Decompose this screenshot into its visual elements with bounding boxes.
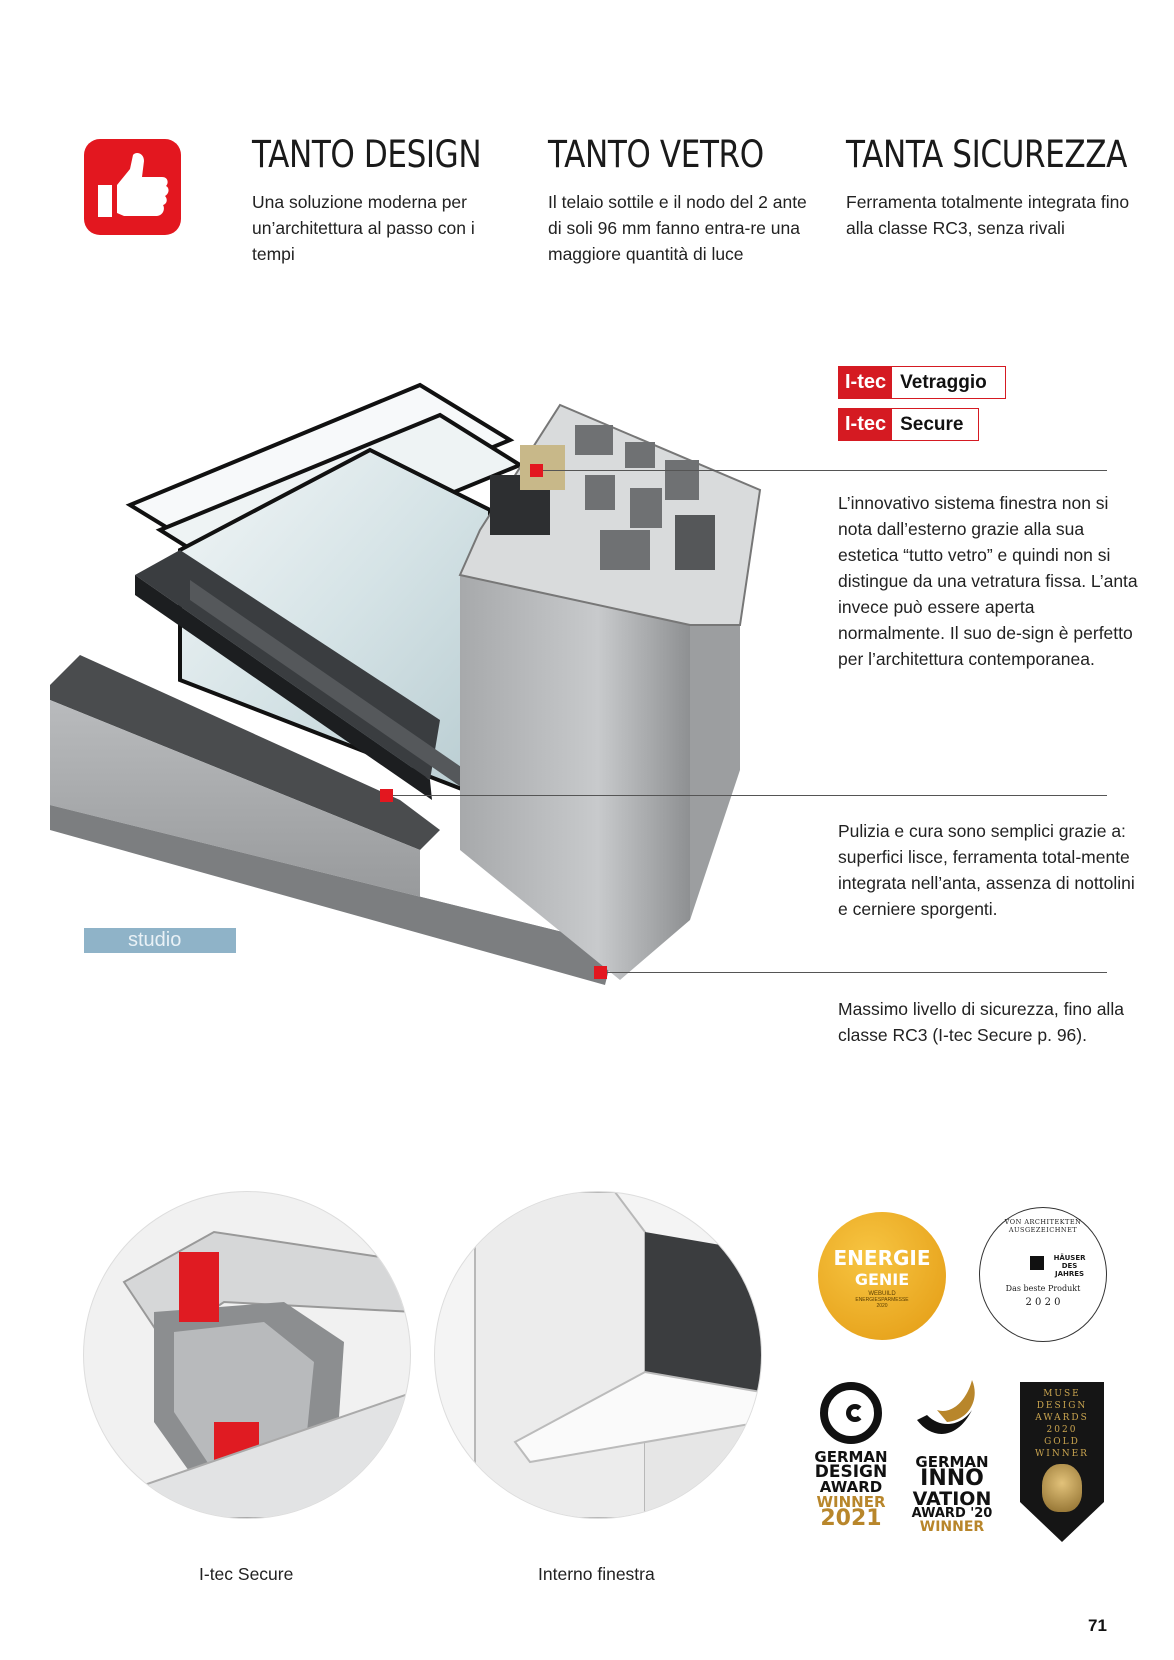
- german-innovation-award: GERMAN INNO VATION AWARD '20 WINNER: [908, 1453, 996, 1535]
- marker-dot: [380, 789, 393, 802]
- gia-l1: GERMAN: [915, 1453, 989, 1471]
- gda-l3: AWARD: [819, 1478, 883, 1497]
- caption-interno-finestra: Interno finestra: [538, 1564, 655, 1584]
- interior-window-detail-image: [435, 1192, 761, 1518]
- gia-l3: VATION: [912, 1488, 992, 1511]
- energie-line3: WEBUILD: [868, 1291, 896, 1297]
- itec-brand: I-tec: [839, 367, 893, 398]
- energie-line4: ENERGIESPARMESSE: [855, 1297, 909, 1303]
- gia-l5: WINNER: [919, 1518, 985, 1535]
- muse-l6: WINNER: [1035, 1449, 1089, 1459]
- leader-line: [536, 470, 1107, 471]
- window-section-illustration: [50, 382, 762, 985]
- german-design-award-icon: [820, 1382, 882, 1444]
- itec-vetraggio-badge: I-tec Vetraggio: [838, 366, 1006, 399]
- feature-title: TANTO DESIGN: [252, 133, 482, 176]
- muse-l4: 2020: [1046, 1425, 1078, 1435]
- energie-genie-award: ENERGIE GENIE WEBUILD ENERGIESPARMESSE 2…: [818, 1212, 946, 1340]
- feature-sicurezza: TANTA SICUREZZA Ferramenta totalmente in…: [846, 131, 1136, 241]
- feature-text: Una soluzione moderna per un’architettur…: [252, 192, 475, 264]
- muse-l2: DESIGN: [1036, 1401, 1088, 1411]
- itec-secure-badge: I-tec Secure: [838, 408, 979, 441]
- leader-line: [393, 795, 1107, 796]
- german-innovation-award-icon: [912, 1380, 992, 1450]
- feature-title: TANTO VETRO: [548, 133, 764, 176]
- thumbs-up-icon: [84, 139, 181, 235]
- feature-text: Ferramenta totalmente integrata fino all…: [846, 192, 1130, 238]
- gda-l4: WINNER: [816, 1492, 886, 1511]
- itec-name: Secure: [900, 413, 964, 435]
- haeuser-name: HÄUSER DES JAHRES: [1053, 1254, 1086, 1278]
- description-security: Massimo livello di sicurezza, fino alla …: [838, 999, 1124, 1045]
- marker-dot: [594, 966, 607, 979]
- energie-line1: ENERGIE: [833, 1246, 931, 1270]
- itec-name: Vetraggio: [900, 371, 987, 393]
- haeuser-logo-icon: [1030, 1256, 1045, 1270]
- feature-text: Il telaio sottile e il nodo del 2 ante d…: [548, 192, 807, 264]
- german-design-award: GERMAN DESIGN AWARD WINNER 2021: [812, 1448, 890, 1531]
- gda-l2: DESIGN: [814, 1462, 888, 1483]
- leader-line: [606, 972, 1107, 973]
- feature-design: TANTO DESIGN Una soluzione moderna per u…: [252, 131, 502, 267]
- muse-face-icon: [1042, 1464, 1082, 1512]
- energie-line5: 2020: [876, 1303, 888, 1309]
- architekten-ring-text: VON ARCHITEKTEN AUSGEZEICHNET: [1004, 1218, 1082, 1234]
- muse-design-award: MUSE DESIGN AWARDS 2020 GOLD WINNER: [1020, 1382, 1104, 1542]
- gda-l1: GERMAN: [814, 1448, 888, 1466]
- energie-line2: GENIE: [854, 1270, 910, 1289]
- gia-l2: INNO: [920, 1466, 984, 1492]
- muse-l3: AWARDS: [1035, 1413, 1089, 1423]
- itec-brand: I-tec: [839, 409, 893, 440]
- haeuser-year: 2 0 2 0: [1025, 1297, 1061, 1308]
- muse-l5: GOLD: [1044, 1437, 1080, 1447]
- gia-l4: AWARD '20: [911, 1506, 993, 1522]
- feature-title: TANTA SICUREZZA: [846, 133, 1127, 176]
- marker-dot: [530, 464, 543, 477]
- gda-l5: 2021: [820, 1505, 882, 1531]
- page-number: 71: [1088, 1616, 1107, 1635]
- caption-itec-secure: I-tec Secure: [199, 1564, 294, 1584]
- description-design: L’innovativo sistema finestra non si not…: [838, 493, 1138, 669]
- haeuser-des-jahres-award: VON ARCHITEKTEN AUSGEZEICHNET HÄUSER DES…: [979, 1207, 1107, 1342]
- haeuser-sub: Das beste Produkt: [1005, 1284, 1081, 1293]
- description-care: Pulizia e cura sono semplici grazie a: s…: [838, 821, 1135, 919]
- feature-vetro: TANTO VETRO Il telaio sottile e il nodo …: [548, 131, 818, 267]
- studio-label: studio: [84, 928, 236, 953]
- itec-secure-detail-image: [84, 1192, 410, 1518]
- muse-l1: MUSE: [1043, 1389, 1081, 1399]
